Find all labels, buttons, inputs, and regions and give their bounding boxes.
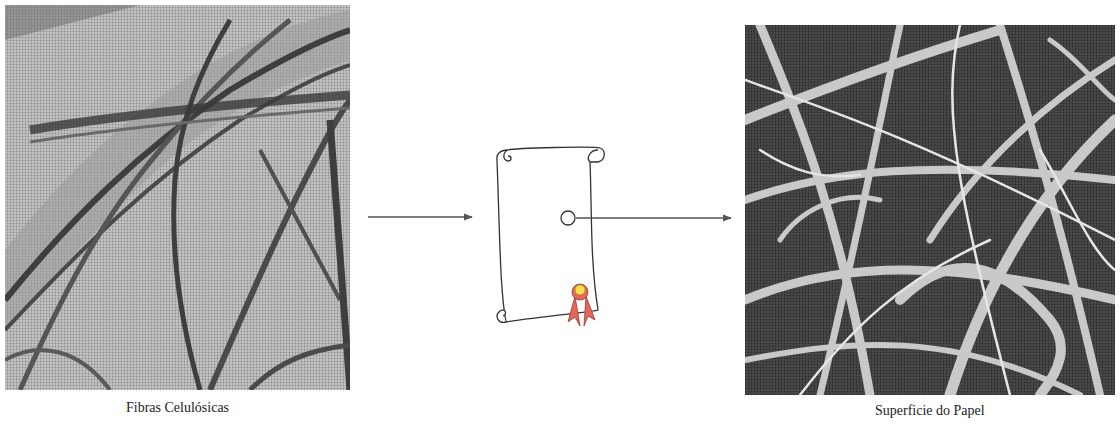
scroll-node bbox=[480, 138, 610, 333]
micrograph-panel: Fibras Celulósicas bbox=[5, 5, 350, 420]
flow-arrow bbox=[576, 217, 731, 218]
paper-scroll-icon bbox=[497, 147, 604, 322]
image-caption: Superficie do Papel bbox=[873, 403, 987, 419]
seal-ribbon bbox=[568, 284, 595, 326]
micrograph-panel: Superficie do Papel bbox=[745, 25, 1115, 423]
image-caption: Fibras Celulósicas bbox=[124, 400, 231, 416]
flow-arrow bbox=[368, 216, 472, 217]
fiber-micrograph bbox=[5, 5, 350, 390]
paper-surface-micrograph bbox=[745, 25, 1115, 395]
